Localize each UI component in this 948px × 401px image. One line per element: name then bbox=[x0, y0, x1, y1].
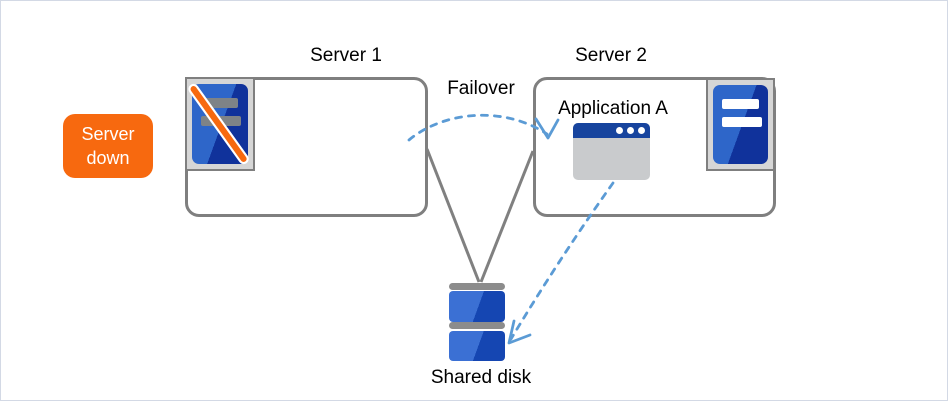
disk-platter bbox=[449, 331, 505, 361]
server-slot-bar bbox=[722, 99, 759, 109]
down-slash-icon bbox=[188, 83, 249, 165]
disk-cap bbox=[449, 283, 505, 290]
app-window-dots bbox=[616, 127, 645, 134]
server-slot-bar bbox=[722, 117, 762, 127]
failover-label: Failover bbox=[447, 78, 515, 99]
window-dot-icon bbox=[627, 127, 634, 134]
window-dot-icon bbox=[616, 127, 623, 134]
application-label: Application A bbox=[558, 98, 668, 119]
server1-disk-line bbox=[425, 148, 481, 283]
crossed-out-server-icon bbox=[185, 77, 255, 171]
server2-label: Server 2 bbox=[575, 45, 647, 66]
app-window-titlebar bbox=[573, 123, 650, 138]
server1-label: Server 1 bbox=[310, 45, 382, 66]
server-down-badge-label: Server down bbox=[81, 124, 135, 168]
shared-disk-label: Shared disk bbox=[430, 367, 532, 388]
failover-arrow bbox=[407, 113, 549, 142]
disk-stack-icon bbox=[449, 283, 505, 362]
disk-platter bbox=[449, 291, 505, 322]
server-slot-bar bbox=[201, 98, 238, 108]
disk-cap bbox=[449, 322, 505, 329]
app-disk-arrowhead-icon bbox=[507, 319, 532, 345]
server2-disk-line bbox=[479, 150, 535, 283]
window-dot-icon bbox=[638, 127, 645, 134]
server-icon bbox=[706, 78, 775, 171]
app-window-icon bbox=[573, 123, 650, 180]
server-down-badge: Server down bbox=[63, 114, 153, 178]
server-chassis bbox=[713, 85, 768, 164]
